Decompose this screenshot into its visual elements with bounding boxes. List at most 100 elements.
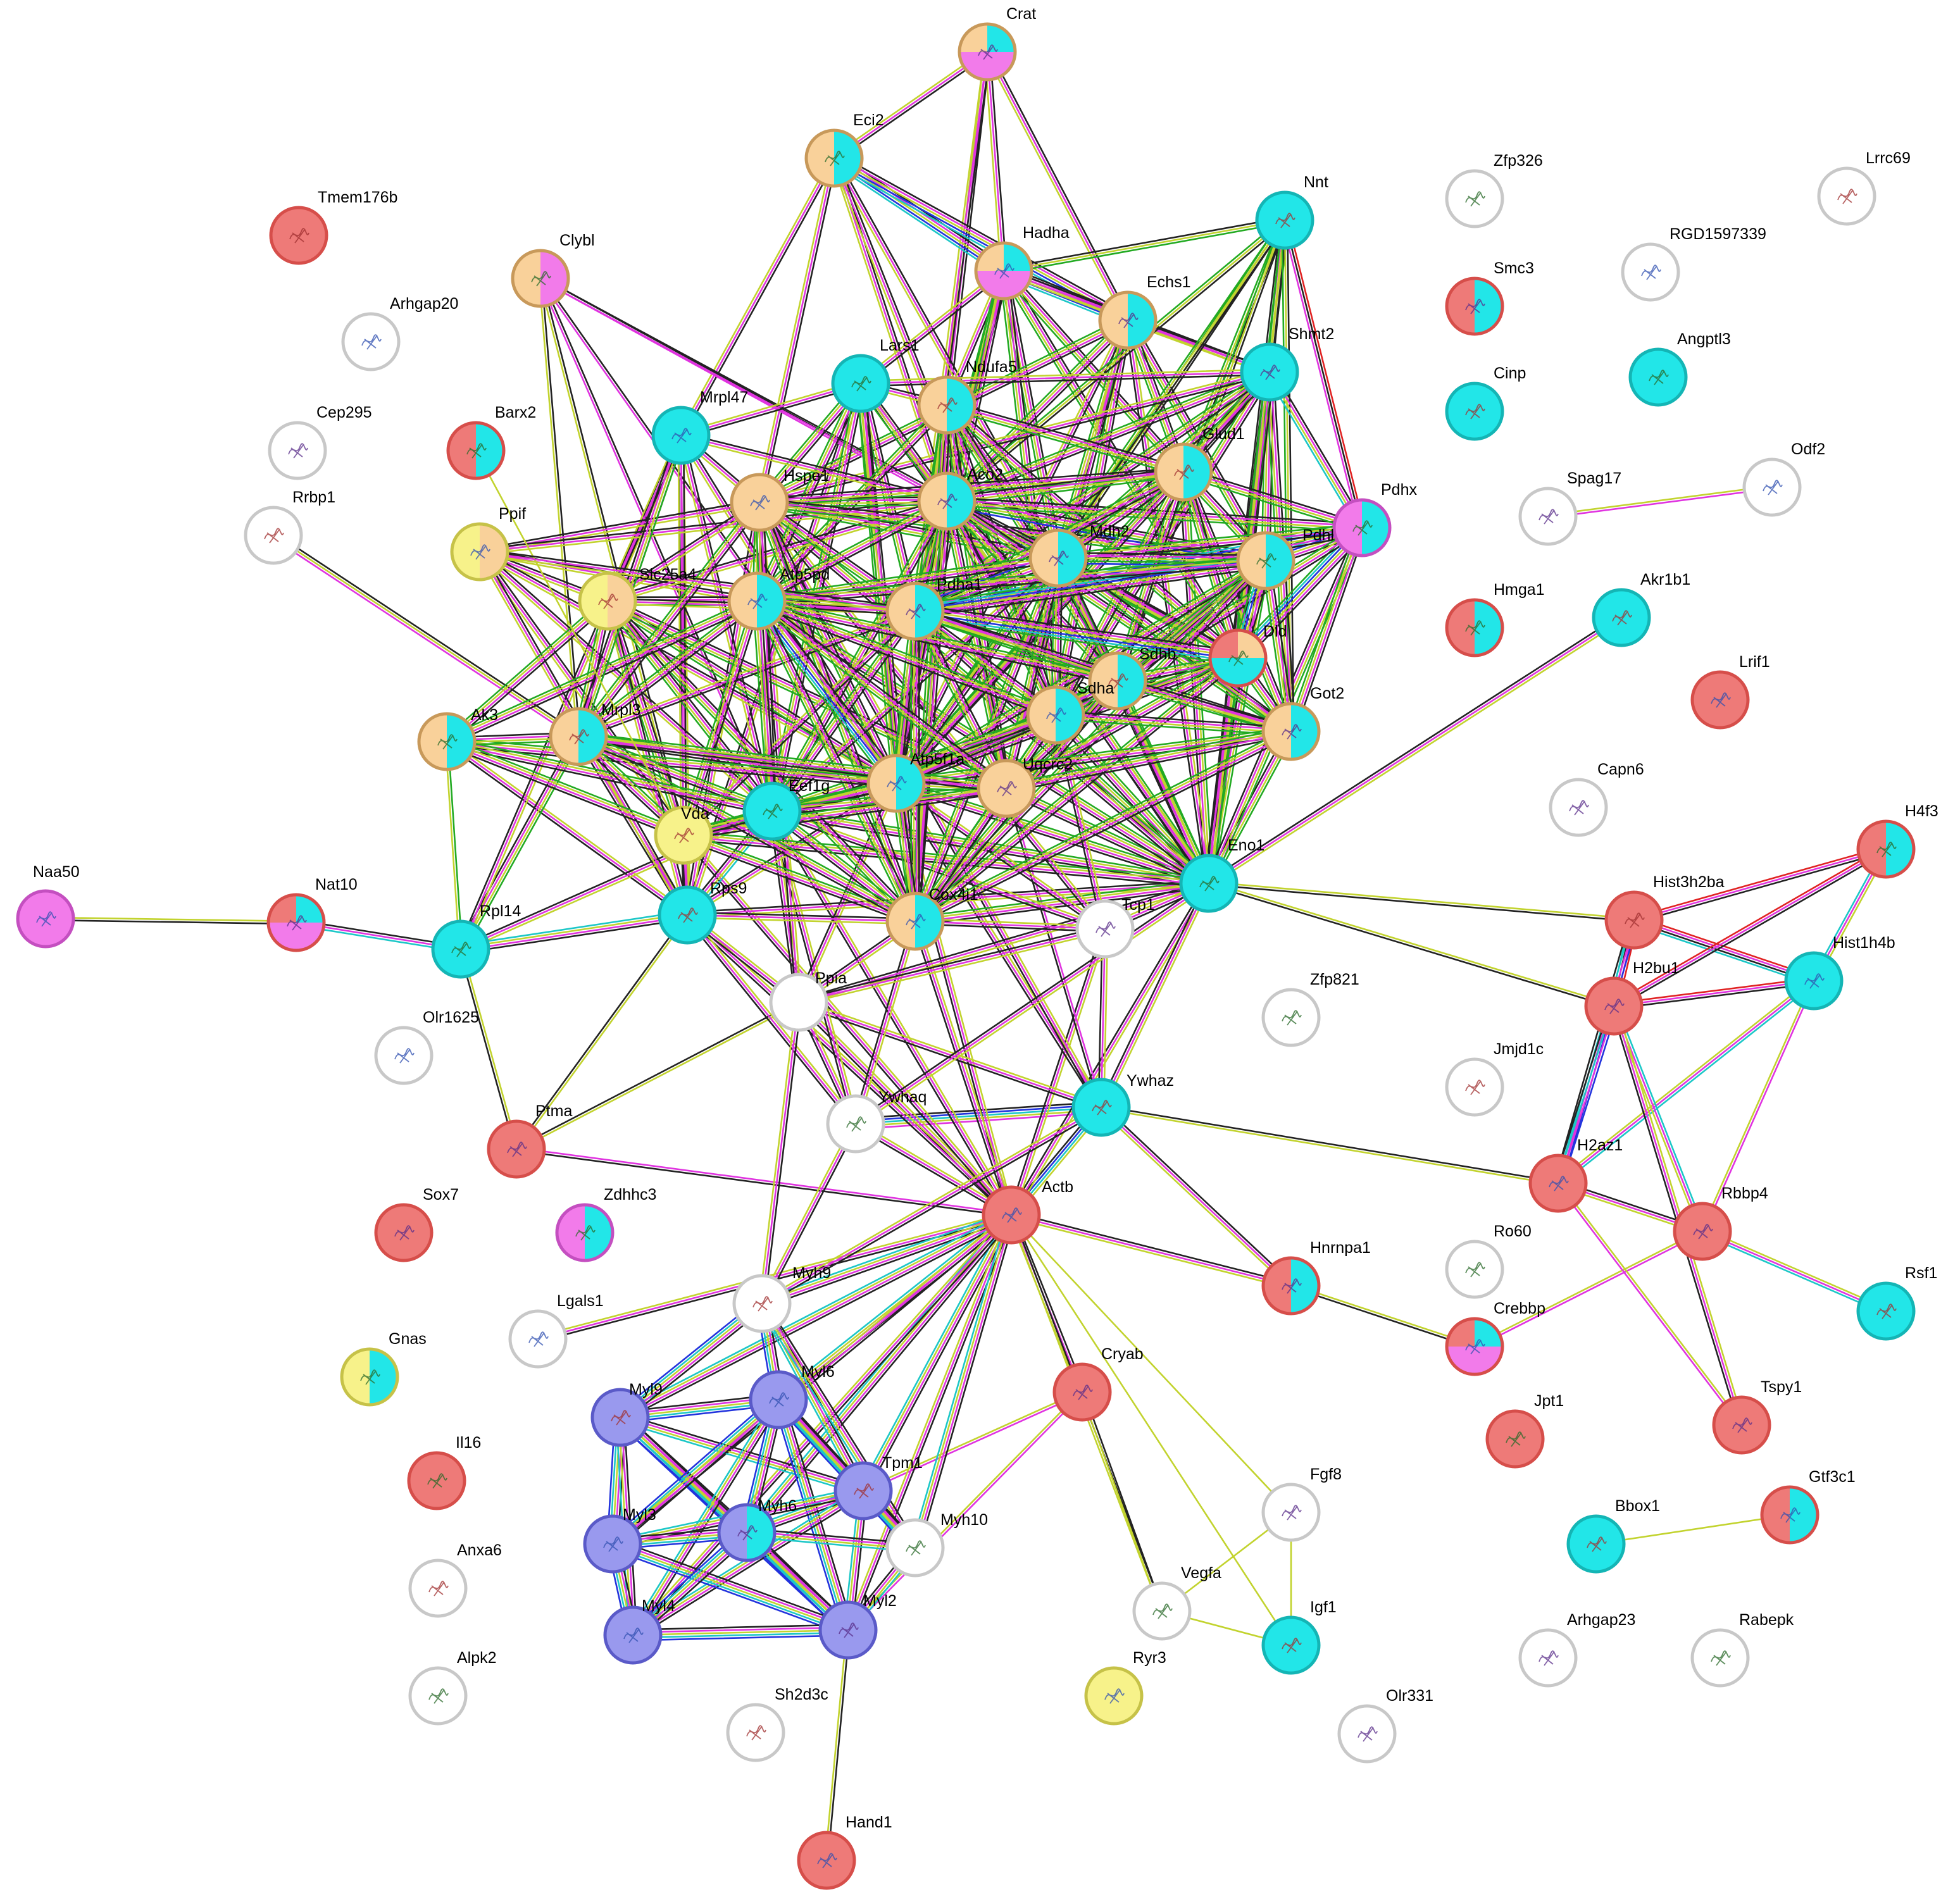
node-myl4[interactable]: Myl4 xyxy=(603,1597,675,1665)
node-rsf1[interactable]: Rsf1 xyxy=(1856,1264,1937,1341)
node-zfp821[interactable]: Zfp821 xyxy=(1261,971,1359,1047)
node-vegfa[interactable]: Vegfa xyxy=(1132,1564,1221,1641)
node-eef1g[interactable]: Eef1g xyxy=(742,777,830,841)
node-sdha[interactable]: Sdha xyxy=(1026,680,1114,745)
node-atp5pd[interactable]: Atp5pd xyxy=(727,566,830,631)
node-olr1625[interactable]: Olr1625 xyxy=(374,1009,479,1085)
node-rabepk[interactable]: Rabepk xyxy=(1690,1611,1794,1688)
node-pdha1[interactable]: Pdha1 xyxy=(885,576,982,641)
node-gnas[interactable]: Gnas xyxy=(340,1330,427,1407)
node-olr331[interactable]: Olr331 xyxy=(1337,1687,1433,1764)
node-cox4i1[interactable]: Cox4i1 xyxy=(885,886,978,951)
node-barx2[interactable]: Barx2 xyxy=(446,404,536,480)
node-rps9[interactable]: Rps9 xyxy=(658,880,747,945)
node-cep295[interactable]: Cep295 xyxy=(268,404,372,480)
node-myl2[interactable]: Myl2 xyxy=(818,1592,897,1660)
node-arhgap23[interactable]: Arhgap23 xyxy=(1518,1611,1635,1688)
node-rgd1597339[interactable]: RGD1597339 xyxy=(1621,225,1766,302)
node-glud1[interactable]: Glud1 xyxy=(1154,425,1245,502)
node-rbbp4[interactable]: Rbbp4 xyxy=(1673,1185,1768,1261)
node-ywhaq[interactable]: Ywhaq xyxy=(826,1088,927,1154)
node-odf2[interactable]: Odf2 xyxy=(1742,440,1825,517)
node-myh9[interactable]: Myh9 xyxy=(732,1264,831,1333)
node-myl9[interactable]: Myl9 xyxy=(590,1381,663,1447)
node-ppia[interactable]: Ppia xyxy=(769,969,847,1032)
node-ndufa5[interactable]: Ndufa5 xyxy=(917,358,1017,435)
node-uqcrc2[interactable]: Uqcrc2 xyxy=(977,756,1073,818)
node-ak3[interactable]: Ak3 xyxy=(417,706,498,771)
node-tmem176b[interactable]: Tmem176b xyxy=(269,189,397,265)
node-myl3[interactable]: Myl3 xyxy=(583,1506,656,1574)
node-crebbp[interactable]: Crebbp xyxy=(1445,1300,1545,1376)
node-rpl14[interactable]: Rpl14 xyxy=(431,902,521,979)
node-jpt1[interactable]: Jpt1 xyxy=(1485,1392,1564,1469)
node-got2[interactable]: Got2 xyxy=(1261,685,1344,761)
node-clybl[interactable]: Clybl xyxy=(511,232,595,308)
node-akr1b1[interactable]: Akr1b1 xyxy=(1592,571,1690,647)
node-lgals1[interactable]: Lgals1 xyxy=(508,1292,604,1369)
node-pdhx[interactable]: Pdhx xyxy=(1332,481,1417,557)
node-actb[interactable]: Actb xyxy=(982,1178,1073,1245)
node-arhgap20[interactable]: Arhgap20 xyxy=(341,295,458,371)
node-ppif[interactable]: Ppif xyxy=(450,505,526,582)
node-jmjd1c[interactable]: Jmjd1c xyxy=(1445,1040,1544,1117)
node-tcp1[interactable]: Tcp1 xyxy=(1075,896,1155,959)
node-zdhhc3[interactable]: Zdhhc3 xyxy=(555,1186,656,1262)
node-crat[interactable]: Crat xyxy=(958,5,1036,82)
node-eci2[interactable]: Eci2 xyxy=(804,111,884,188)
node-il16[interactable]: Il16 xyxy=(407,1434,481,1510)
node-lrrc69[interactable]: Lrrc69 xyxy=(1817,149,1911,226)
node-ro60[interactable]: Ro60 xyxy=(1445,1223,1532,1299)
node-nat10[interactable]: Nat10 xyxy=(266,876,358,952)
node-alpk2[interactable]: Alpk2 xyxy=(408,1649,497,1726)
node-h2az1[interactable]: H2az1 xyxy=(1528,1136,1623,1213)
node-myh6[interactable]: Myh6 xyxy=(717,1497,797,1562)
node-sdhb[interactable]: Sdhb xyxy=(1088,645,1176,711)
node-aco2[interactable]: Aco2 xyxy=(917,466,1003,531)
node-hnrnpa1[interactable]: Hnrnpa1 xyxy=(1261,1239,1371,1316)
node-tpm1[interactable]: Tpm1 xyxy=(833,1454,923,1521)
node-rrbp1[interactable]: Rrbp1 xyxy=(244,488,335,565)
node-myl6[interactable]: Myl6 xyxy=(749,1363,835,1429)
node-pdhb[interactable]: Pdhl xyxy=(1236,526,1334,590)
node-bbox1[interactable]: Bbox1 xyxy=(1566,1497,1660,1574)
node-slc25a4[interactable]: Slc25a4 xyxy=(578,566,696,631)
node-hmga1[interactable]: Hmga1 xyxy=(1445,581,1545,657)
node-naa50[interactable]: Naa50 xyxy=(16,863,80,949)
node-mdh2[interactable]: Mdh2 xyxy=(1028,523,1130,588)
node-igf1[interactable]: Igf1 xyxy=(1261,1598,1337,1675)
node-fgf8[interactable]: Fgf8 xyxy=(1261,1465,1342,1542)
node-h4f3[interactable]: H4f3 xyxy=(1856,802,1938,879)
node-dld[interactable]: Dld xyxy=(1208,623,1287,688)
node-sox7[interactable]: Sox7 xyxy=(374,1186,459,1262)
node-ryr3[interactable]: Ryr3 xyxy=(1084,1649,1166,1726)
node-myh10[interactable]: Myh10 xyxy=(885,1511,988,1577)
node-anxa6[interactable]: Anxa6 xyxy=(408,1541,502,1618)
node-spag17[interactable]: Spag17 xyxy=(1518,470,1621,546)
node-smc3[interactable]: Smc3 xyxy=(1445,259,1534,336)
node-zfp326[interactable]: Zfp326 xyxy=(1445,152,1543,228)
node-nnt[interactable]: Nnt xyxy=(1255,173,1328,250)
node-vdac[interactable]: Vda xyxy=(654,805,713,865)
node-lars1[interactable]: Lars1 xyxy=(831,337,920,413)
node-echs1[interactable]: Echs1 xyxy=(1098,273,1190,350)
node-cinp[interactable]: Cinp xyxy=(1445,364,1526,441)
node-ptma[interactable]: Ptma xyxy=(487,1102,572,1179)
node-cryab[interactable]: Cryab xyxy=(1052,1345,1144,1422)
node-capn6[interactable]: Capn6 xyxy=(1549,761,1644,837)
node-atp5f1a[interactable]: Atp5f1a xyxy=(866,750,964,813)
node-hadha[interactable]: Hadha xyxy=(974,224,1070,301)
node-h2bu1[interactable]: H2bu1 xyxy=(1584,959,1680,1036)
node-gtf3c1[interactable]: Gtf3c1 xyxy=(1760,1468,1856,1545)
node-ywhaz[interactable]: Ywhaz xyxy=(1071,1072,1174,1137)
node-hist3h2ba[interactable]: Hist3h2ba xyxy=(1604,873,1725,950)
node-mrpl47[interactable]: Mrpl47 xyxy=(651,389,748,465)
node-mrpl3[interactable]: Mrpl3 xyxy=(549,701,641,766)
node-hand1[interactable]: Hand1 xyxy=(797,1814,892,1890)
node-angptl3[interactable]: Angptl3 xyxy=(1628,330,1731,407)
node-lrif1[interactable]: Lrif1 xyxy=(1690,653,1770,730)
node-sh2d3c[interactable]: Sh2d3c xyxy=(726,1686,828,1762)
node-hist1h4b[interactable]: Hist1h4b xyxy=(1784,934,1895,1011)
node-eno1[interactable]: Eno1 xyxy=(1179,837,1264,913)
node-shmt2[interactable]: Shmt2 xyxy=(1240,325,1334,402)
